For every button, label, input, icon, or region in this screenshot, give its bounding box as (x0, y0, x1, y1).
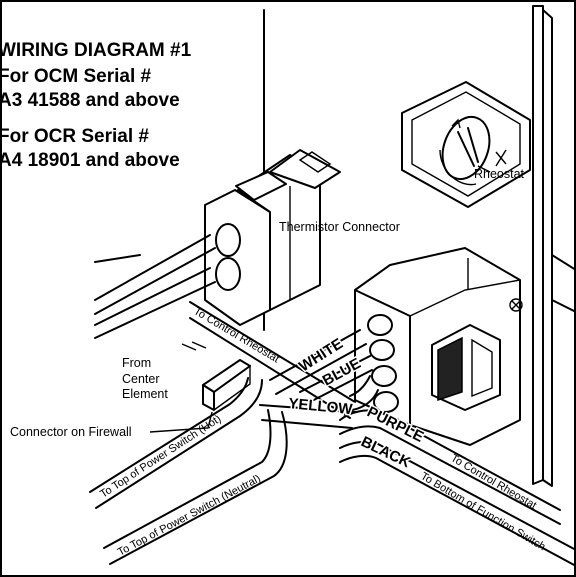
wire-color-black: BLACK (358, 433, 413, 471)
wire-label-power-switch-neutral: To Top of Power Switch (Neutral) (116, 473, 263, 559)
wire-bundle (89, 234, 576, 567)
rheostat-label: Rheostat (474, 167, 525, 181)
rheostat-knob (401, 81, 531, 208)
firewall-small-connector (202, 359, 251, 411)
firewall-connector-block (354, 247, 523, 446)
title-line-4: For OCR Serial # (0, 126, 149, 147)
title-line-2: For OCM Serial # (0, 66, 152, 87)
element-label: Element (122, 387, 168, 401)
from-label: From (122, 356, 151, 370)
center-label: Center (122, 372, 160, 386)
connector-on-firewall-label: Connector on Firewall (10, 425, 132, 439)
title-line-1: WIRING DIAGRAM #1 (0, 40, 192, 61)
thermistor-connector (204, 149, 341, 326)
thermistor-connector-label: Thermistor Connector (279, 220, 400, 234)
title-line-3: A3 41588 and above (0, 90, 180, 111)
wire-color-yellow: YELLOW (288, 395, 354, 418)
diagram-title: WIRING DIAGRAM #1 For OCM Serial # A3 41… (0, 40, 192, 171)
title-line-5: A4 18901 and above (0, 150, 180, 171)
